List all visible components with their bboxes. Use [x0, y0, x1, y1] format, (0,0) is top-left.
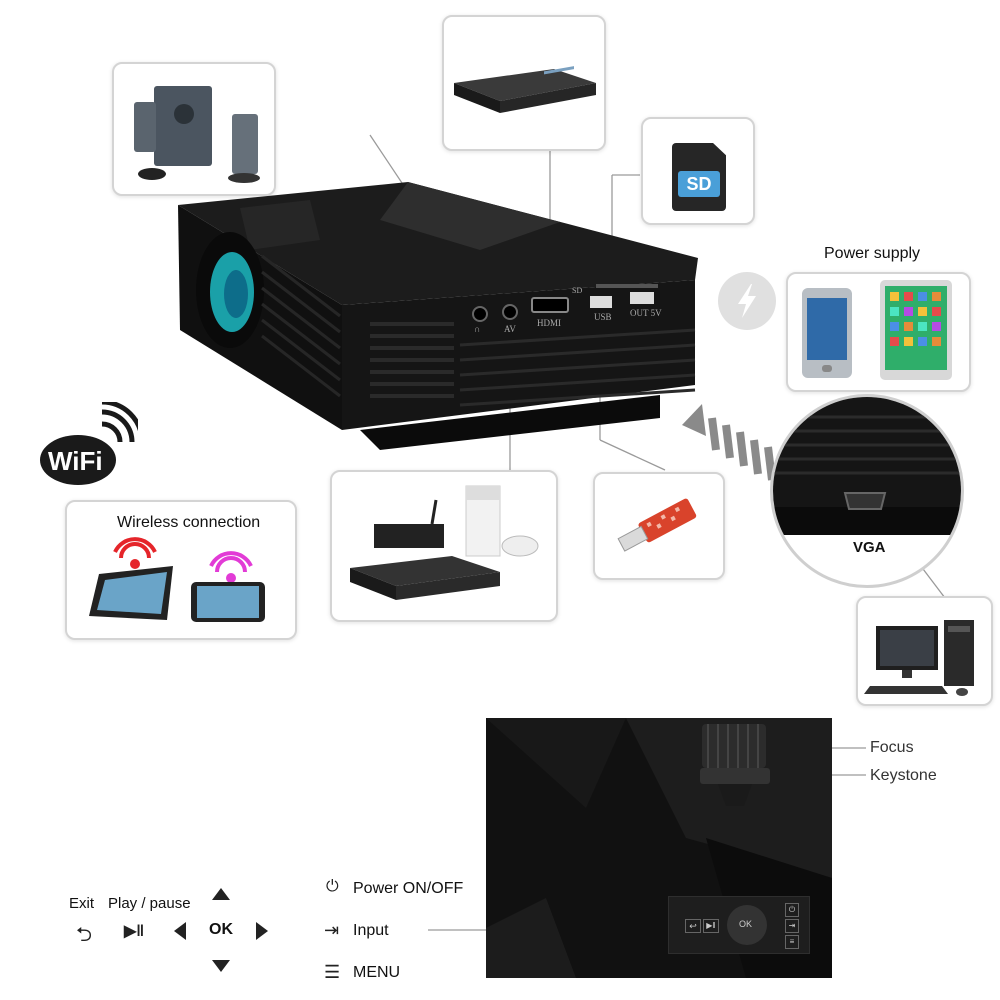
port-label-sd: SD	[572, 286, 583, 295]
computer-box	[856, 596, 993, 706]
wireless-connection-title: Wireless connection	[117, 514, 261, 531]
pad-dpad[interactable]: OK	[727, 905, 767, 945]
pad-play-button[interactable]: ▶‖	[703, 919, 719, 933]
keystone-label: Keystone	[870, 767, 937, 784]
port-label-hdmi: HDMI	[537, 318, 561, 328]
lightning-icon	[718, 272, 776, 330]
right-arrow-icon	[256, 922, 268, 940]
play-pause-icon: ▶‖	[124, 923, 145, 940]
menu-label: MENU	[353, 964, 401, 981]
dvd-player-illustration	[454, 66, 596, 113]
down-arrow-icon	[212, 960, 230, 972]
usb-flash-box	[593, 472, 725, 580]
exit-label: Exit	[69, 895, 95, 912]
control-pad: ↩ ▶‖ OK ⏻ ⇥ ≡	[668, 896, 810, 954]
wireless-connection-box: Wireless connection	[65, 500, 297, 640]
tablet-icon	[880, 280, 952, 380]
av-devices-illustration	[350, 485, 539, 600]
power-label: Power ON/OFF	[353, 880, 464, 897]
projector-illustration	[178, 182, 698, 450]
power-icon: ⏻	[326, 878, 339, 895]
power-devices-box	[786, 272, 971, 392]
wifi-logo: WiFi	[38, 402, 138, 488]
menu-icon: ☰	[324, 962, 341, 982]
dvd-player-box	[442, 15, 606, 151]
speakers-illustration	[134, 86, 260, 183]
vga-zoom-circle: VGA	[770, 394, 964, 588]
ok-label: OK	[209, 921, 233, 938]
speakers-box	[112, 62, 276, 196]
left-arrow-icon	[174, 922, 186, 940]
wifi-logo-text: WiFi	[48, 446, 103, 476]
vga-label: VGA	[853, 539, 886, 556]
pad-menu-button[interactable]: ≡	[785, 935, 799, 949]
computer-illustration	[864, 620, 974, 696]
input-icon: ⇥	[324, 920, 340, 940]
sd-card-icon: SD	[672, 143, 726, 211]
projector-top-panel: ↩ ▶‖ OK ⏻ ⇥ ≡	[486, 718, 832, 978]
focus-label: Focus	[870, 739, 914, 756]
av-devices-box	[330, 470, 558, 622]
port-label-av: AV	[504, 324, 516, 334]
pad-ok-label: OK	[739, 919, 753, 929]
port-label-usb: USB	[594, 312, 612, 322]
phone-icon	[802, 288, 852, 378]
wireless-devices-illustration	[89, 537, 265, 622]
pad-input-button[interactable]: ⇥	[785, 919, 799, 933]
sd-card-text: SD	[678, 171, 720, 197]
play-pause-label: Play / pause	[108, 895, 191, 912]
port-label-out5v: OUT 5V	[630, 308, 662, 318]
projector-main: ∩ AV HDMI USB OUT 5V SD	[0, 0, 1000, 470]
pad-power-button[interactable]: ⏻	[785, 903, 799, 917]
power-supply-title: Power supply	[824, 245, 921, 262]
input-label: Input	[353, 922, 389, 939]
usb-flash-illustration	[617, 498, 697, 552]
pad-exit-button[interactable]: ↩	[685, 919, 701, 933]
up-arrow-icon	[212, 888, 230, 900]
port-label-audio: ∩	[474, 324, 481, 334]
exit-icon: ⮌	[76, 924, 93, 946]
sd-card-box: SD	[641, 117, 755, 225]
